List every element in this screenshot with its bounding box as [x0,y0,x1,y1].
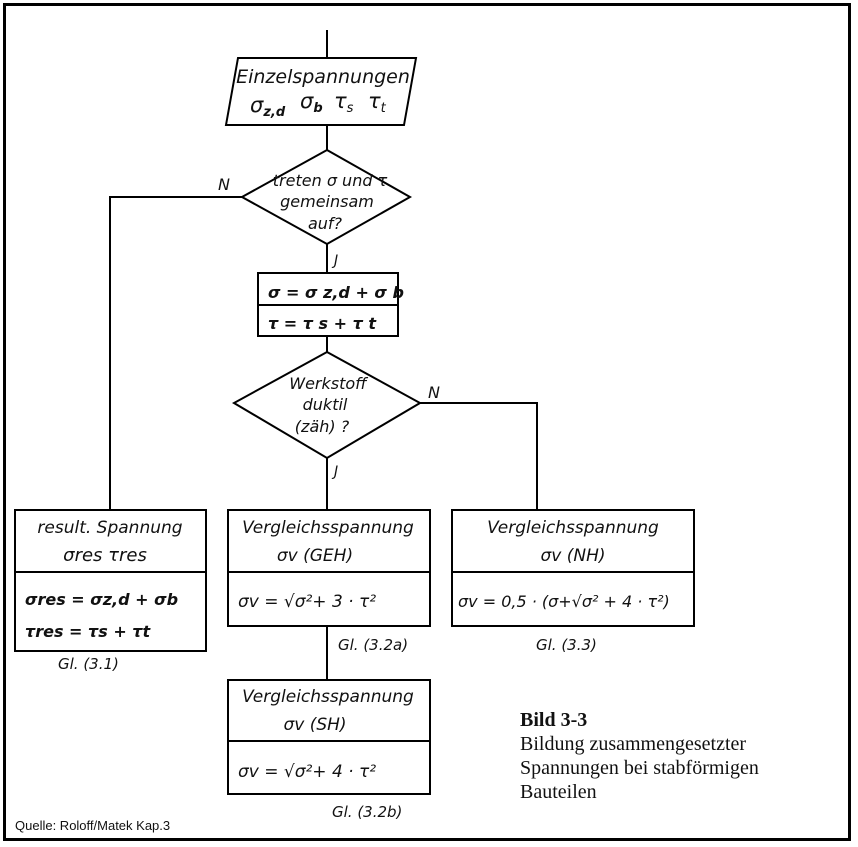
decision2-no-branch [420,402,538,510]
decision1-no-label: N [218,175,230,194]
decision2-line2: duktil [303,395,348,414]
nh-symbol: σv (NH) [540,546,605,566]
caption-title: Bild 3-3 [520,709,588,731]
page-frame [3,3,851,841]
nh-box [451,509,695,627]
figure-caption: Bild 3-3 Bildung zusammengesetzter Spann… [520,708,759,804]
decision1-line3: auf? [308,214,343,233]
geh-symbol: σv (GEH) [277,546,353,566]
sh-header: Vergleichsspannung [242,687,414,707]
decision1-line2: gemeinsam [280,192,374,211]
geh-box [227,509,431,627]
nh-header: Vergleichsspannung [487,518,659,538]
decision1-yes-label: J [331,253,338,269]
input-symbol-tau-s: τs [334,89,354,116]
caption-line: Bauteilen [520,781,597,803]
input-symbol-sigma-zd: σz,d [250,93,286,120]
source-note: Quelle: Roloff/Matek Kap.3 [15,818,171,833]
nh-formula: σv = 0,5 · (σ+√σ² + 4 · τ²) [458,592,670,611]
decision1-no-branch [109,196,242,510]
geh-header: Vergleichsspannung [242,518,414,538]
caption-line: Bildung zusammengesetzter [520,733,747,755]
caption-line: Spannungen bei stabförmigen [520,757,759,779]
result-header: result. Spannung [37,518,182,538]
decision2-line1: Werkstoff [289,374,369,393]
input-symbol-tau-t: τt [368,89,387,116]
input-symbol-sigma-b: σb [300,89,323,116]
result-formula1: σres = σz,d + σb [25,590,178,609]
sh-symbol: σv (SH) [283,715,346,735]
nh-eq-label: Gl. (3.3) [536,636,597,654]
combine-line1: σ = σ z,d + σ b [268,283,404,302]
result-eq-label: Gl. (3.1) [58,655,119,673]
decision2-no-label: N [428,383,440,402]
result-header-symbols: σres τres [63,545,147,566]
result-formula2: τres = τs + τt [25,622,152,641]
input-parallelogram [224,57,418,126]
sh-eq-label: Gl. (3.2b) [332,803,402,821]
geh-formula: σv = √σ²+ 3 · τ² [238,592,376,612]
sh-box [227,679,431,795]
input-title: Einzelspannungen [236,66,410,88]
decision2-yes-label: J [331,464,338,480]
decision1-line1: treten σ und τ [273,171,388,190]
decision2-line3: (zäh) ? [295,417,350,436]
sh-formula: σv = √σ²+ 4 · τ² [238,762,376,782]
result-box [14,509,207,652]
geh-eq-label: Gl. (3.2a) [338,636,408,654]
combine-line2: τ = τ s + τ t [268,314,377,333]
